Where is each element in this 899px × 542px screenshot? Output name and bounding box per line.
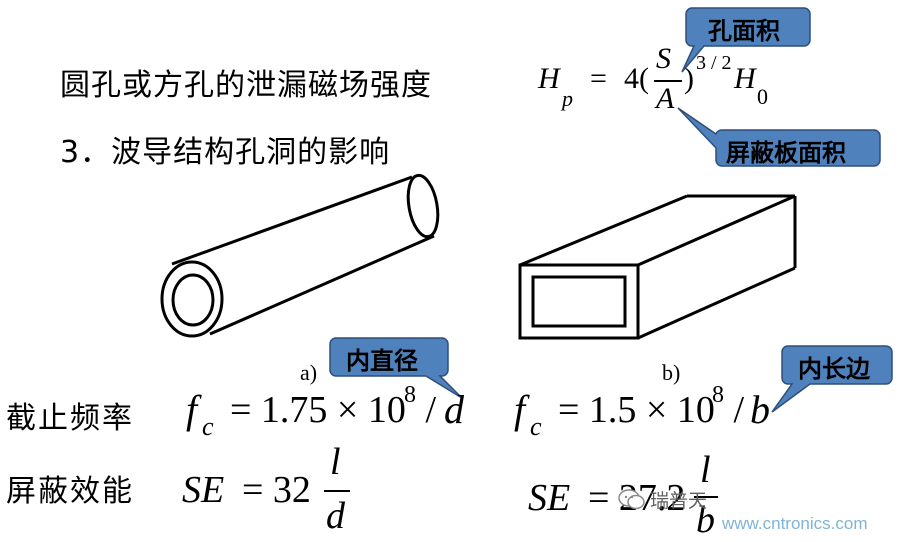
hp-exponent: 3 / 2 xyxy=(696,52,732,74)
cutoff-round-sub: c xyxy=(202,412,214,441)
se-round-fraction: l d xyxy=(324,440,350,537)
se-rect-num: l xyxy=(700,449,711,491)
heading-aperture-leakage: 圆孔或方孔的泄漏磁场强度 xyxy=(60,68,432,103)
se-round-den: d xyxy=(326,495,345,537)
watermark-url: www.cntronics.com xyxy=(722,514,868,533)
watermark-logo-text: 瑞普天 xyxy=(650,490,708,512)
hp-equals: = xyxy=(590,62,607,95)
cutoff-rect-f: f xyxy=(514,387,526,432)
se-rect-lhs: SE xyxy=(528,477,571,519)
callout-hole-area: 孔面积 xyxy=(708,17,780,45)
hp-coef: 4( xyxy=(624,62,649,95)
label-shielding-effectiveness: 屏蔽效能 xyxy=(6,474,134,509)
hp-h: H xyxy=(538,62,560,95)
hp-denominator: A xyxy=(656,82,675,115)
figure-label-a: a) xyxy=(300,360,318,385)
se-round-bar xyxy=(324,490,350,492)
se-round-num: l xyxy=(330,441,341,483)
wechat-logo-icon xyxy=(618,489,645,510)
figure-label-b: b) xyxy=(662,360,681,385)
round-pipe-drawing xyxy=(160,173,440,338)
cutoff-round-f: f xyxy=(186,387,198,432)
hp-tail-sub: 0 xyxy=(757,84,768,109)
se-round-rhs: = 32 xyxy=(242,469,311,511)
callout-inner-diameter: 内直径 xyxy=(346,347,418,375)
hp-numerator: S xyxy=(656,42,671,75)
cutoff-round-d: d xyxy=(444,387,464,432)
hp-sub-p: p xyxy=(562,86,573,111)
formula-cutoff-round: f c = 1.75 × 10 8 / d xyxy=(186,382,486,446)
se-round-lhs: SE xyxy=(182,469,225,511)
rect-pipe-drawing xyxy=(518,194,797,340)
formula-hp: H p = 4( S A ) 3 / 2 H 0 xyxy=(538,42,798,126)
cutoff-rect-b: b xyxy=(750,387,770,432)
cutoff-rect-rhs: = 1.5 × 10 xyxy=(558,389,715,431)
formula-cutoff-rect: f c = 1.5 × 10 8 / b xyxy=(514,382,794,446)
formula-se-round: SE = 32 l d xyxy=(182,440,382,539)
cutoff-round-slash: / xyxy=(416,389,446,431)
se-rect-fraction: l b xyxy=(694,448,718,541)
hp-fraction-bar xyxy=(654,80,682,82)
se-rect-bar xyxy=(694,496,718,498)
label-cutoff-frequency: 截止频率 xyxy=(6,401,134,436)
se-rect-den: b xyxy=(696,499,715,541)
hp-fraction: S A xyxy=(654,42,682,118)
cutoff-rect-sub: c xyxy=(530,412,542,441)
cutoff-round-exp: 8 xyxy=(404,382,416,408)
callout-inner-side: 内长边 xyxy=(798,355,870,383)
cutoff-round-rhs: = 1.75 × 10 xyxy=(230,389,406,431)
cutoff-rect-slash: / xyxy=(724,389,754,431)
cutoff-rect-exp: 8 xyxy=(712,382,724,408)
heading-waveguide-effect: 3．波导结构孔洞的影响 xyxy=(60,135,391,170)
hp-close-paren: ) xyxy=(684,62,694,95)
callout-shield-area: 屏蔽板面积 xyxy=(726,139,846,167)
hp-tail-h: H xyxy=(734,62,756,95)
